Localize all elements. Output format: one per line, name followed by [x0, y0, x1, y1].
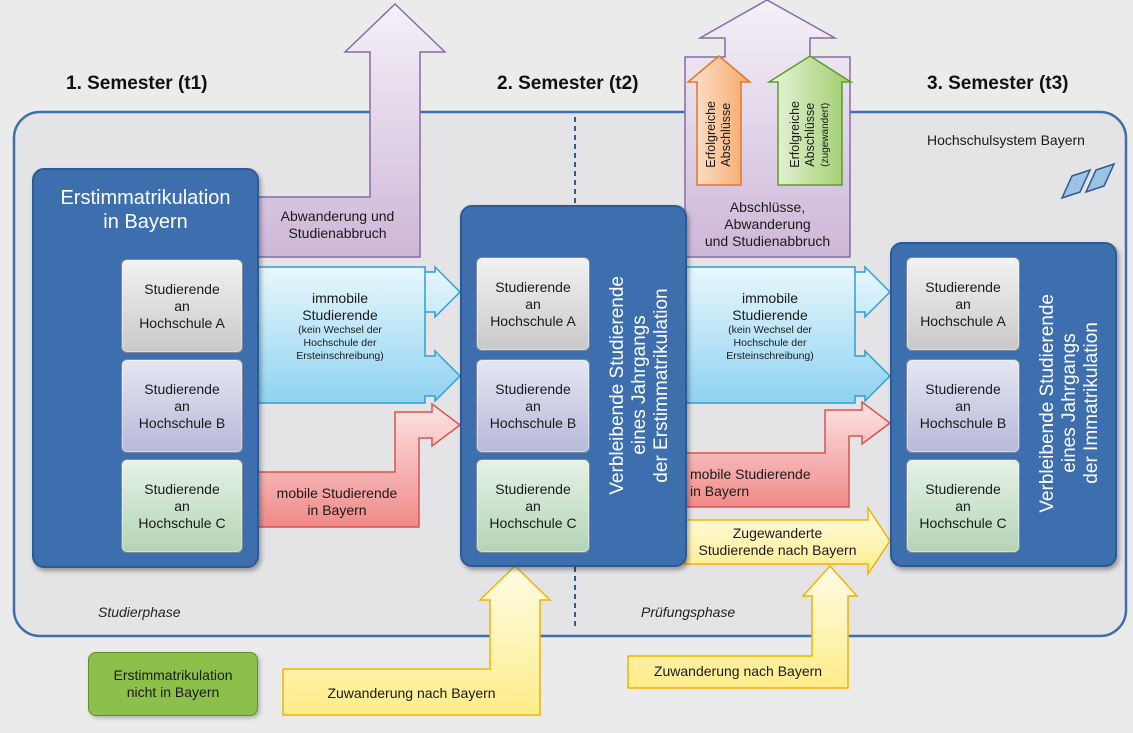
semester-title-2: 2. Semester (t2): [497, 73, 639, 94]
immobile-arrow-t2-t3: [684, 265, 892, 404]
immobile-label-t2: immobile Studierende (kein Wechsel der H…: [726, 290, 814, 362]
mobile-arrow-t2-t3: [684, 400, 892, 508]
graduates-arrow: [685, 55, 753, 186]
system-label: Hochschulsystem Bayern: [927, 132, 1085, 148]
bavaria-icon: [1060, 162, 1116, 200]
phase-exam: Prüfungsphase: [641, 604, 736, 620]
t1-title: Erstimmatrikulation in Bayern: [32, 186, 259, 234]
immobile-arrow-t1-t2: [254, 265, 462, 404]
immobile-label-t1: immobile Studierende (kein Wechsel der H…: [296, 290, 384, 362]
t1-title-line2: in Bayern: [103, 211, 188, 233]
inflow-arrow-t3: [627, 564, 859, 689]
t1-title-line1: Erstimmatrikulation: [60, 187, 231, 209]
inflow-label-t2: Zuwanderung nach Bayern: [327, 685, 496, 701]
phase-study: Studierphase: [98, 604, 181, 620]
dropout-arrow-t1: [254, 2, 447, 258]
graduates-migrated-arrow: [766, 55, 854, 186]
semester-title-1: 1. Semester (t1): [66, 73, 208, 94]
mobile-arrow-t1-t2: [254, 402, 462, 528]
migrated-arrow-t2-t3: [684, 505, 891, 577]
inflow-arrow-t2: [282, 564, 552, 716]
semester-title-3: 3. Semester (t3): [927, 73, 1069, 94]
inflow-label-t3: Zuwanderung nach Bayern: [653, 663, 823, 679]
